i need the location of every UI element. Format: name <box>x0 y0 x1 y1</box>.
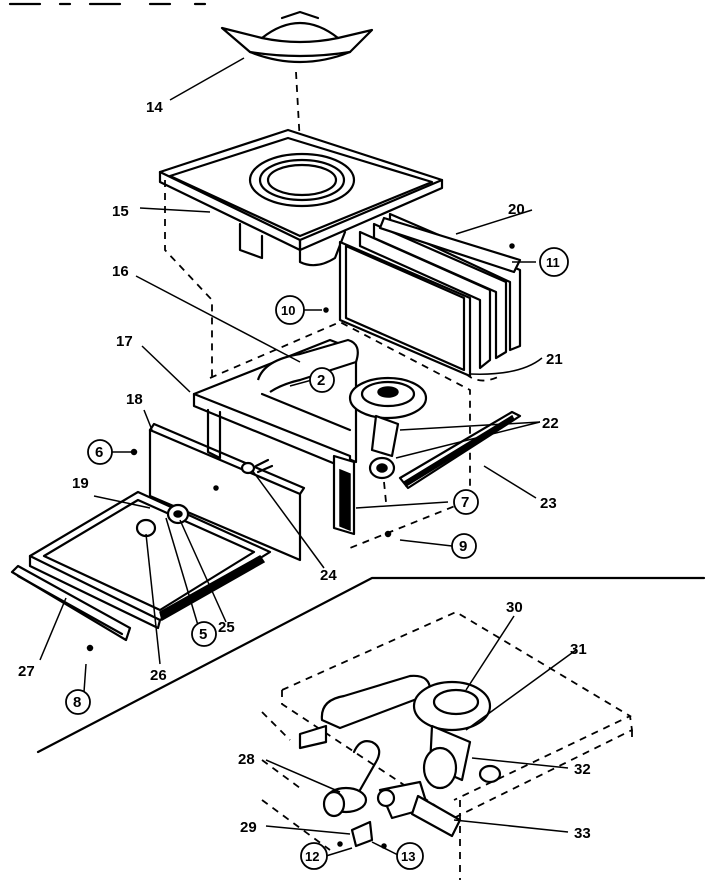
label-part-33: 33 <box>574 825 591 842</box>
label-part-17: 17 <box>116 333 133 350</box>
label-part-22: 22 <box>542 415 559 432</box>
label-part-16: 16 <box>112 263 129 280</box>
circle-8 <box>65 689 91 715</box>
label-part-14: 14 <box>146 99 163 116</box>
label-part-21: 21 <box>546 351 563 368</box>
label-hardware-11: 11 <box>546 255 560 270</box>
burner-assembly <box>348 376 428 480</box>
label-hardware-7: 7 <box>461 494 469 511</box>
label-hardware-8: 8 <box>73 694 81 711</box>
circle-6 <box>87 439 113 465</box>
label-part-25: 25 <box>218 619 235 636</box>
wok-cover <box>220 10 374 64</box>
inset-gas-system <box>261 610 633 880</box>
label-part-19: 19 <box>72 475 89 492</box>
label-hardware-12: 12 <box>305 849 319 864</box>
circle-7 <box>453 489 479 515</box>
label-part-26: 26 <box>150 667 167 684</box>
frame-guide-left <box>164 180 213 380</box>
burner-rail <box>398 410 522 490</box>
label-part-28: 28 <box>238 751 255 768</box>
inset-divider <box>36 576 706 754</box>
cooktop-frame <box>158 128 444 267</box>
label-part-32: 32 <box>574 761 591 778</box>
circle-5 <box>191 621 217 647</box>
label-part-31: 31 <box>570 641 587 658</box>
label-part-27: 27 <box>18 663 35 680</box>
label-part-24: 24 <box>320 567 337 584</box>
label-hardware-13: 13 <box>401 849 415 864</box>
label-hardware-6: 6 <box>95 444 103 461</box>
burner-pin-line <box>383 481 387 503</box>
label-hardware-5: 5 <box>199 626 207 643</box>
circle-2 <box>309 367 335 393</box>
circle-13 <box>396 842 424 870</box>
control-panel <box>148 422 306 562</box>
circled-callouts: 2 5 6 7 8 9 10 11 12 13 <box>65 247 569 870</box>
leader-lines <box>39 57 577 857</box>
label-part-15: 15 <box>112 203 129 220</box>
fastener-dots <box>86 243 515 849</box>
label-part-23: 23 <box>540 495 557 512</box>
label-hardware-9: 9 <box>459 538 467 555</box>
circle-10 <box>275 295 305 325</box>
label-part-18: 18 <box>126 391 143 408</box>
front-trim-rail <box>10 564 132 642</box>
side-panel-assembly <box>338 212 522 378</box>
circle-11 <box>539 247 569 277</box>
circle-9 <box>451 533 477 559</box>
panel-edge-dash <box>465 373 501 382</box>
label-part-20: 20 <box>508 201 525 218</box>
circle-12 <box>300 842 328 870</box>
wok-center-line <box>295 71 303 181</box>
control-knob <box>135 503 190 538</box>
label-hardware-2: 2 <box>317 372 325 389</box>
label-hardware-10: 10 <box>281 303 295 318</box>
part-callouts: 14 15 16 17 18 19 20 21 22 23 24 25 26 2… <box>18 99 591 842</box>
label-part-30: 30 <box>506 599 523 616</box>
label-part-29: 29 <box>240 819 257 836</box>
